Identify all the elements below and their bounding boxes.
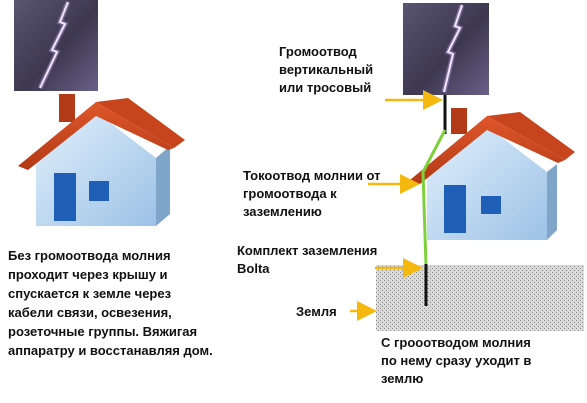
left-house bbox=[18, 94, 185, 226]
right-house-roof bbox=[410, 116, 565, 184]
right-house-side bbox=[547, 164, 557, 240]
right-house bbox=[410, 108, 575, 240]
ground-label: Земля bbox=[296, 304, 337, 319]
no-protection-description: Без громоотвода молния проходит через кр… bbox=[8, 248, 213, 358]
lightning-rod-label: Громоотвод вертикальный или тросовый bbox=[279, 44, 374, 95]
left-house-door bbox=[54, 173, 76, 221]
with-protection-description: С грооотводом молния по нему сразу уходи… bbox=[381, 335, 532, 386]
left-house-side bbox=[156, 146, 170, 226]
right-chimney bbox=[451, 108, 467, 134]
grounding-kit-label: Комплект заземления Bolta bbox=[237, 243, 378, 276]
left-lightning-bolt bbox=[39, 1, 69, 89]
right-house-door bbox=[444, 185, 466, 233]
left-house-roof bbox=[18, 102, 174, 170]
left-chimney bbox=[59, 94, 75, 122]
right-house-window bbox=[481, 196, 501, 214]
left-storm-sky bbox=[14, 0, 98, 91]
right-storm-sky bbox=[403, 3, 489, 95]
left-house-window bbox=[89, 181, 109, 201]
down-conductor-label: Токоотвод молнии от громоотвода к заземл… bbox=[243, 168, 381, 219]
down-conductor bbox=[421, 129, 447, 267]
right-lightning-bolt bbox=[443, 4, 463, 93]
